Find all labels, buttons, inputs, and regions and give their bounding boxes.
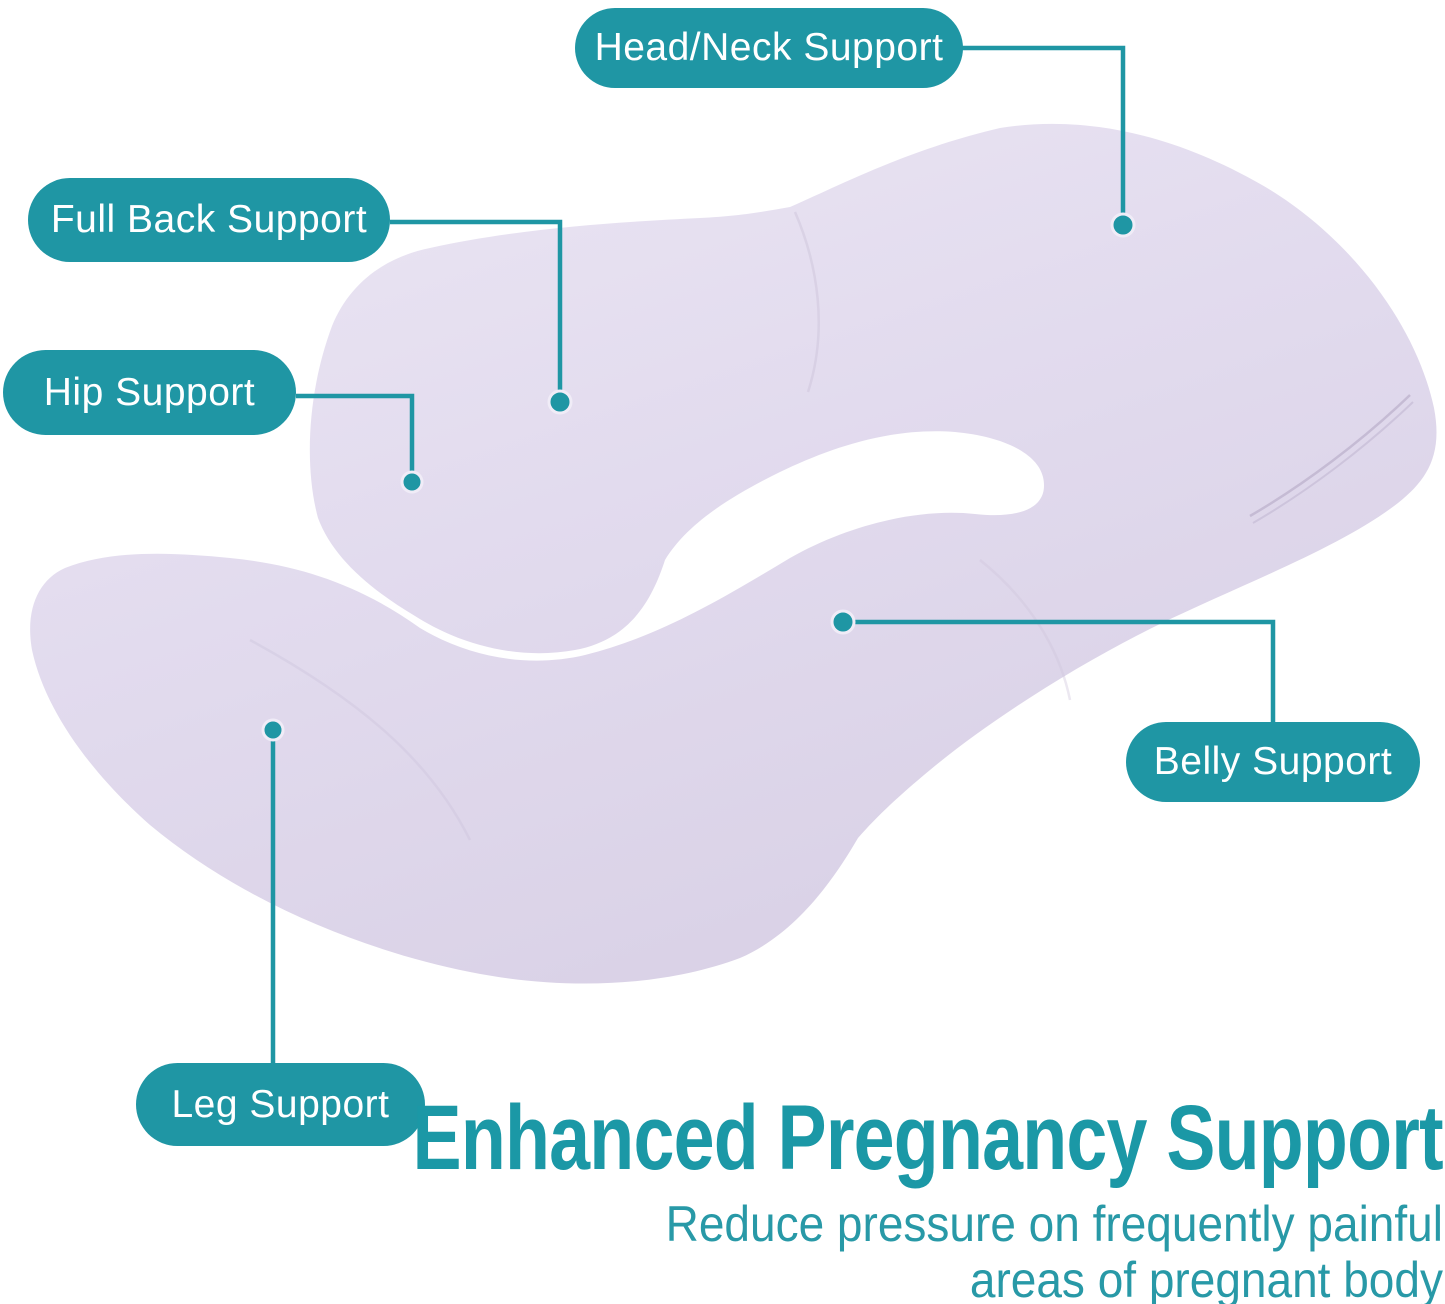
callout-label: Hip Support xyxy=(43,370,256,414)
callout-label: Full Back Support xyxy=(50,198,368,241)
full-back-callout-dot xyxy=(547,389,573,415)
headline-subtitle: Reduce pressure on frequently painful ar… xyxy=(666,1196,1443,1304)
hip-connector-line xyxy=(296,393,415,478)
fabric-crease xyxy=(249,638,472,841)
callout-label: Head/Neck Support xyxy=(594,26,944,69)
belly-connector-line xyxy=(846,619,1276,722)
fabric-crease xyxy=(793,211,820,393)
zipper-seam xyxy=(1249,394,1411,518)
headline-subtitle-line1: Reduce pressure on frequently painful xyxy=(665,1196,1443,1252)
callout-label: Belly Support xyxy=(1153,740,1393,783)
leg-callout-dot xyxy=(261,718,285,742)
callout-head-neck-support: Head/Neck Support xyxy=(575,8,963,88)
headline-subtitle-line2: areas of pregnant body xyxy=(969,1252,1443,1304)
callout-hip-support: Hip Support xyxy=(3,350,296,435)
headline-title: Enhanced Pregnancy Support xyxy=(412,1087,1444,1189)
callout-label: Leg Support xyxy=(171,1082,390,1126)
callout-full-back-support: Full Back Support xyxy=(28,178,390,262)
fabric-crease xyxy=(979,559,1072,701)
pillow-body xyxy=(30,123,1437,984)
full-back-connector-line xyxy=(390,219,563,398)
hip-callout-dot xyxy=(400,470,424,494)
head-neck-connector-line xyxy=(962,45,1126,222)
zipper-seam xyxy=(1252,401,1414,524)
belly-callout-dot xyxy=(830,609,856,635)
callout-belly-support: Belly Support xyxy=(1126,722,1420,802)
head-neck-callout-dot xyxy=(1110,212,1136,238)
callout-leg-support: Leg Support xyxy=(136,1063,425,1146)
